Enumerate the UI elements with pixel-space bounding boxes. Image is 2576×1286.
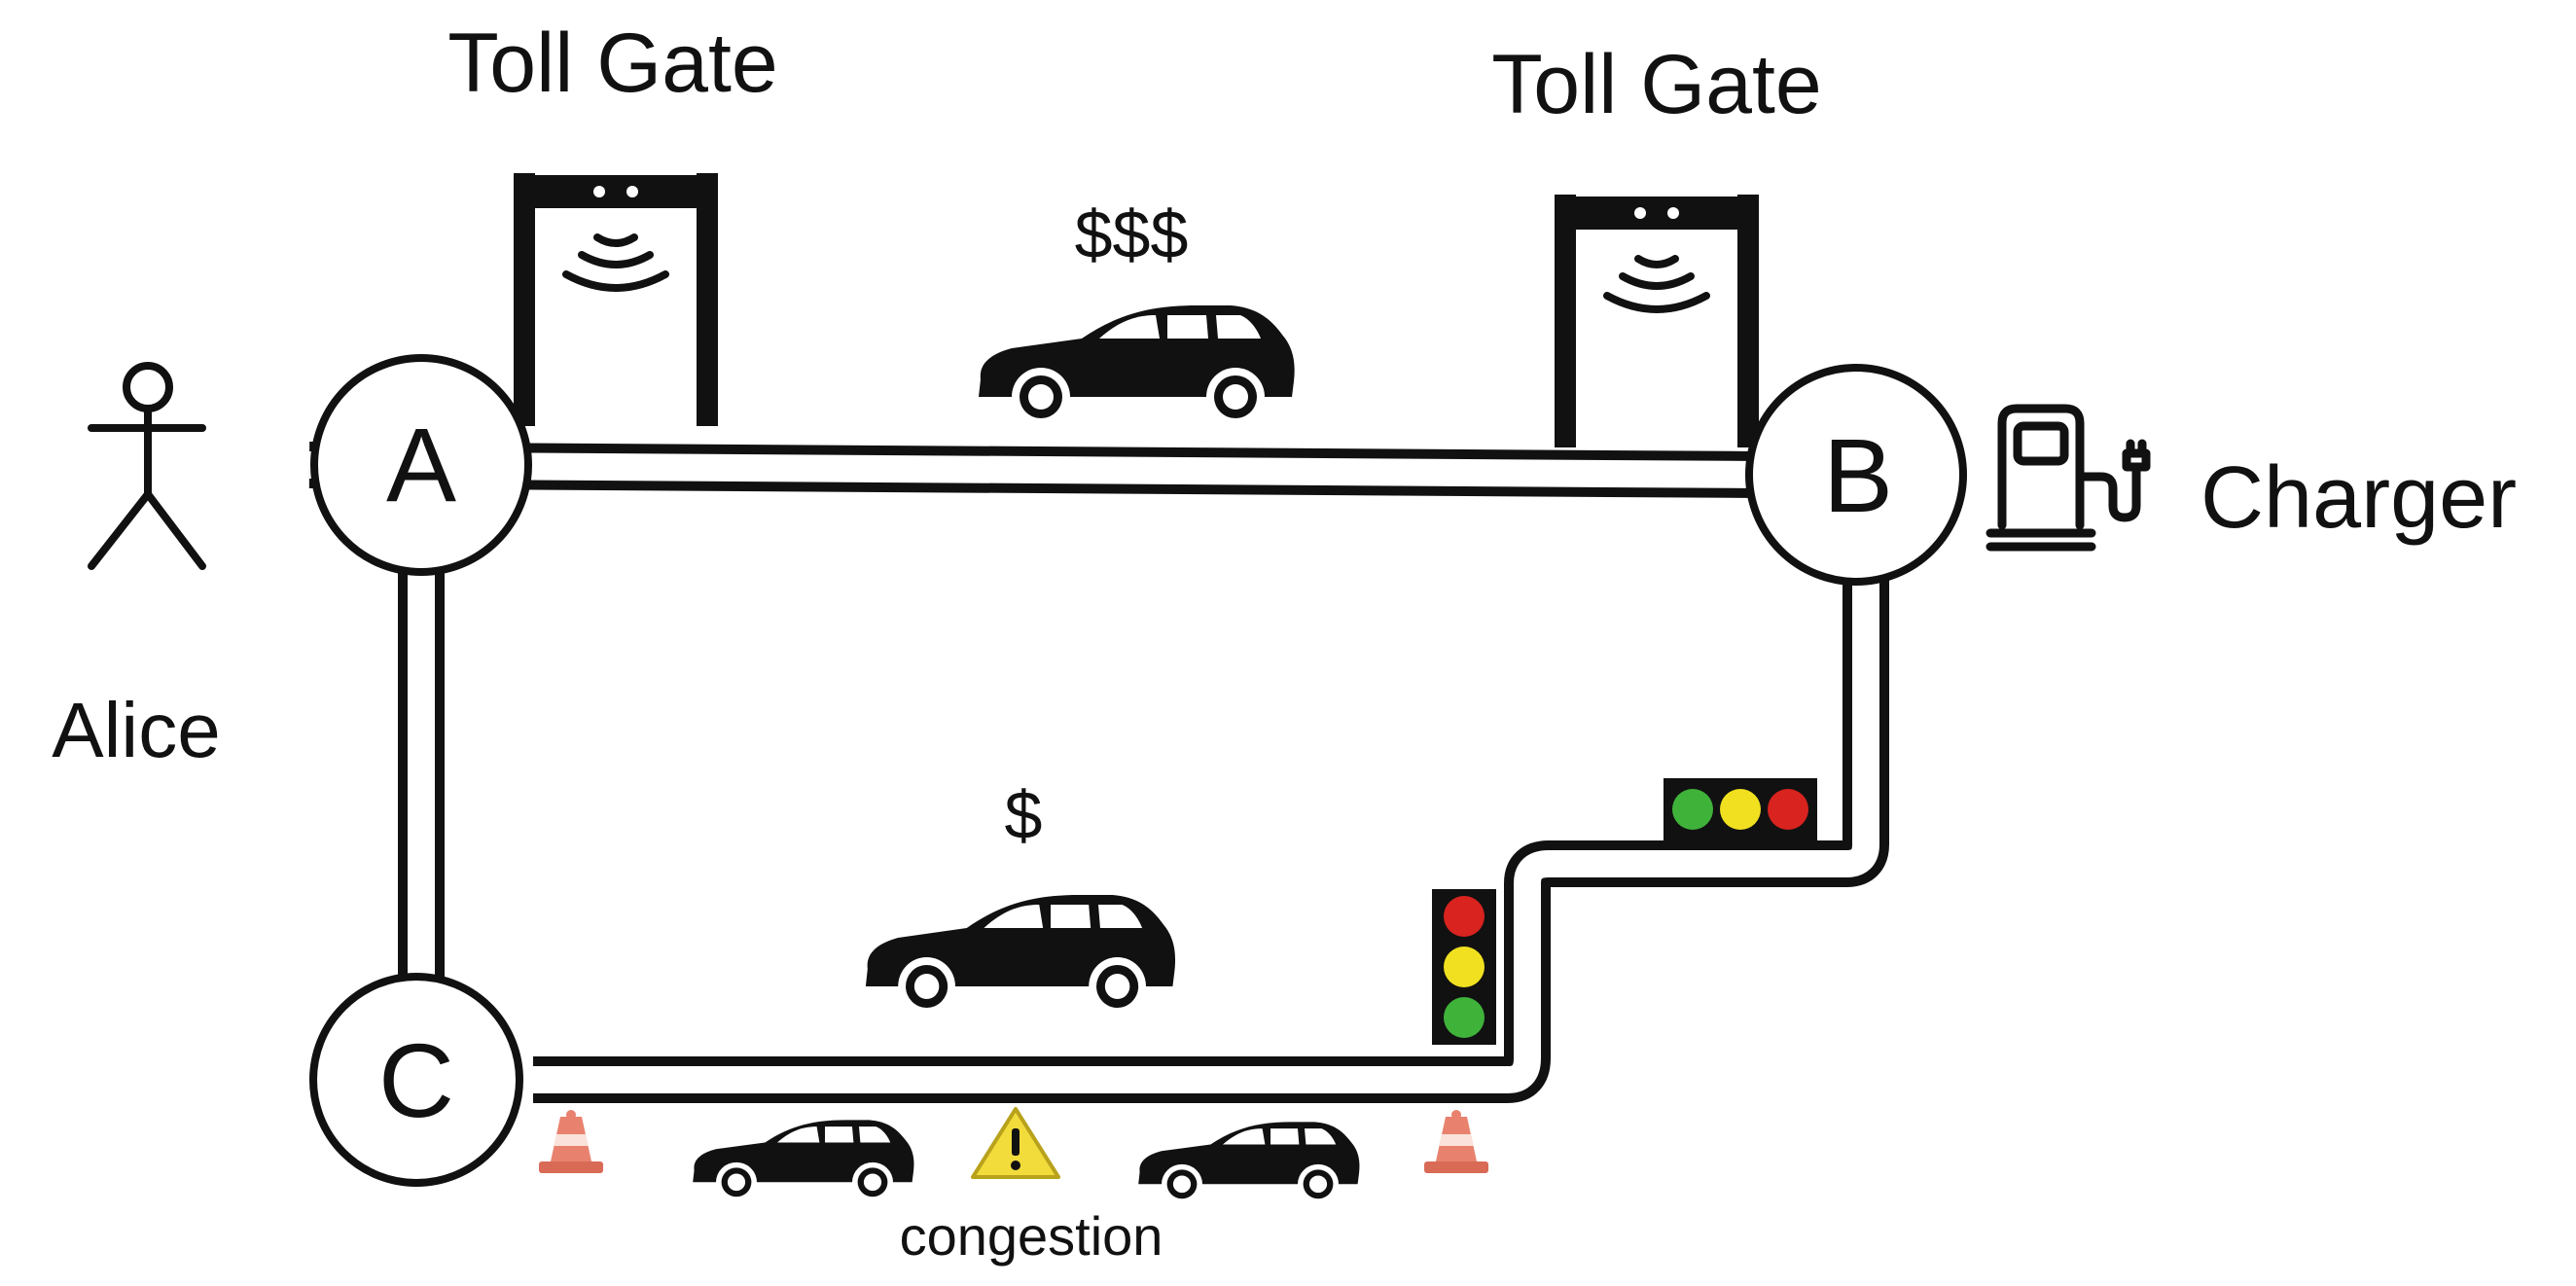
top-route-car: $$$ (979, 196, 1295, 426)
node-a-label: A (386, 406, 456, 523)
congestion-area: congestion (539, 1107, 1488, 1267)
traffic-light-icon (1664, 778, 1817, 840)
toll-gate-icon (1555, 195, 1759, 447)
node-c-label: C (378, 1021, 454, 1139)
warning-icon (971, 1107, 1060, 1179)
alice-label: Alice (52, 687, 220, 773)
bottom-route-car: $ (865, 777, 1176, 1016)
node-b: B (1745, 364, 1967, 586)
car-icon (865, 895, 1176, 1016)
toll-gate-left-label: Toll Gate (447, 17, 777, 110)
traffic-light-vertical (1432, 889, 1496, 1045)
person-icon (88, 362, 206, 570)
toll-gate-right-label: Toll Gate (1491, 38, 1821, 131)
traffic-light-icon (1432, 889, 1496, 1045)
price-top-label: $$$ (1075, 196, 1189, 272)
charger-icon (1986, 404, 2151, 552)
toll-gate-icon (514, 173, 718, 426)
charger-label: Charger (2200, 449, 2517, 547)
node-c: C (309, 973, 523, 1187)
traffic-cone-icon (1424, 1110, 1488, 1173)
alice: Alice (52, 362, 221, 773)
car-icon (1138, 1122, 1360, 1204)
charger: Charger (1986, 404, 2517, 552)
car-icon (979, 305, 1295, 426)
car-icon (693, 1120, 914, 1202)
traffic-light-horizontal (1664, 778, 1817, 840)
traffic-cone-icon (539, 1110, 603, 1173)
toll-gate-left: Toll Gate (447, 17, 778, 426)
node-a: A (310, 354, 532, 576)
roads (308, 442, 1889, 1103)
price-bottom-label: $ (1005, 777, 1043, 853)
node-b-label: B (1823, 416, 1893, 534)
congestion-label: congestion (900, 1205, 1163, 1267)
toll-gate-right: Toll Gate (1491, 38, 1822, 447)
